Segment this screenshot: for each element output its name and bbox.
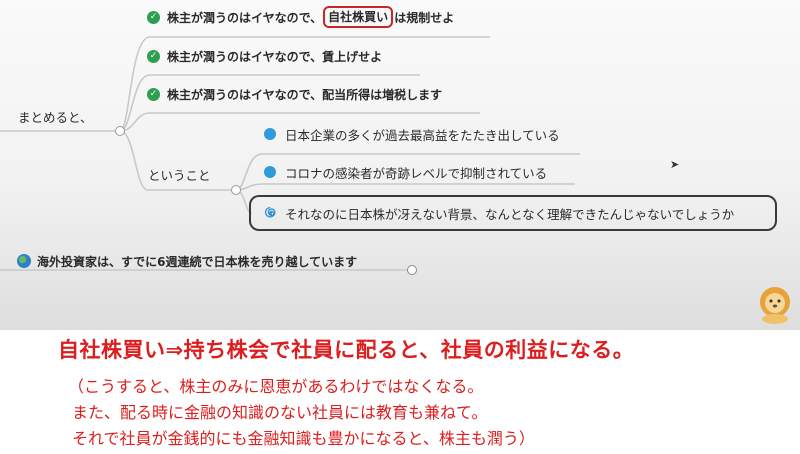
selected-node-frame[interactable] bbox=[249, 195, 777, 231]
caption-main: 自社株買い⇒持ち株会で社員に配ると、社員の利益になる。 bbox=[58, 338, 635, 362]
lion-mascot-icon bbox=[760, 287, 790, 324]
bottom-node[interactable]: 海外投資家は、すでに6週連続で日本株を売り越しています bbox=[17, 252, 357, 270]
check-icon: ✓ bbox=[147, 49, 160, 63]
branch-item-2[interactable]: コロナの感染者が奇跡レベルで抑制されている bbox=[264, 163, 547, 181]
check-icon: ✓ bbox=[147, 10, 160, 24]
item-3-text: 株主が潤うのはイヤなので、配当所得は増税します bbox=[167, 87, 443, 102]
root-collapse-knob[interactable] bbox=[115, 126, 125, 136]
highlight-circle: 自社株買い bbox=[323, 6, 394, 28]
caption-area bbox=[0, 330, 800, 454]
blue-dot-icon bbox=[264, 166, 276, 178]
mouse-cursor-icon: ➤ bbox=[670, 158, 680, 171]
branch-item-2-text: コロナの感染者が奇跡レベルで抑制されている bbox=[285, 165, 548, 181]
branch-collapse-knob[interactable] bbox=[231, 185, 241, 195]
item-2-text: 株主が潤うのはイヤなので、賃上げせよ bbox=[167, 49, 383, 64]
caption-line-1: （こうすると、株主のみに恩恵があるわけではなくなる。 bbox=[68, 377, 484, 396]
bottom-collapse-knob[interactable] bbox=[407, 265, 417, 275]
root-node[interactable]: まとめると、 bbox=[18, 107, 93, 125]
blue-dot-icon bbox=[264, 128, 276, 140]
item-node-2[interactable]: ✓ 株主が潤うのはイヤなので、賃上げせよ bbox=[147, 47, 382, 65]
branch-item-3-text: それなのに日本株が冴えない背景、なんとなく理解できたんじゃないでしょうか bbox=[285, 206, 735, 222]
branch-item-1[interactable]: 日本企業の多くが過去最高益をたたき出している bbox=[264, 125, 560, 143]
check-icon: ✓ bbox=[147, 87, 160, 101]
swirl-icon bbox=[264, 206, 276, 218]
bottom-node-text: 海外投資家は、すでに6週連続で日本株を売り越しています bbox=[37, 254, 358, 269]
caption-line-2: また、配る時に金融の知識のない社員には教育も兼ねて。 bbox=[72, 403, 488, 422]
branch-item-1-text: 日本企業の多くが過去最高益をたたき出している bbox=[285, 127, 560, 143]
item-1-post: は規制せよ bbox=[394, 10, 455, 25]
item-node-3[interactable]: ✓ 株主が潤うのはイヤなので、配当所得は増税します bbox=[147, 85, 442, 103]
mindmap-canvas: まとめると、 ✓ 株主が潤うのはイヤなので、 自社株買い は規制せよ ✓ 株主が… bbox=[0, 0, 800, 330]
root-label: まとめると、 bbox=[18, 109, 93, 125]
branch-node[interactable]: ということ bbox=[148, 165, 211, 183]
globe-icon bbox=[17, 254, 31, 268]
item-node-1[interactable]: ✓ 株主が潤うのはイヤなので、 自社株買い は規制せよ bbox=[147, 6, 455, 28]
item-1-pre: 株主が潤うのはイヤなので、 bbox=[167, 10, 323, 25]
branch-label: ということ bbox=[148, 167, 211, 183]
branch-item-3[interactable]: それなのに日本株が冴えない背景、なんとなく理解できたんじゃないでしょうか bbox=[264, 204, 734, 222]
caption-line-3: それで社員が金銭的にも金融知識も豊かになると、株主も潤う） bbox=[72, 429, 535, 448]
